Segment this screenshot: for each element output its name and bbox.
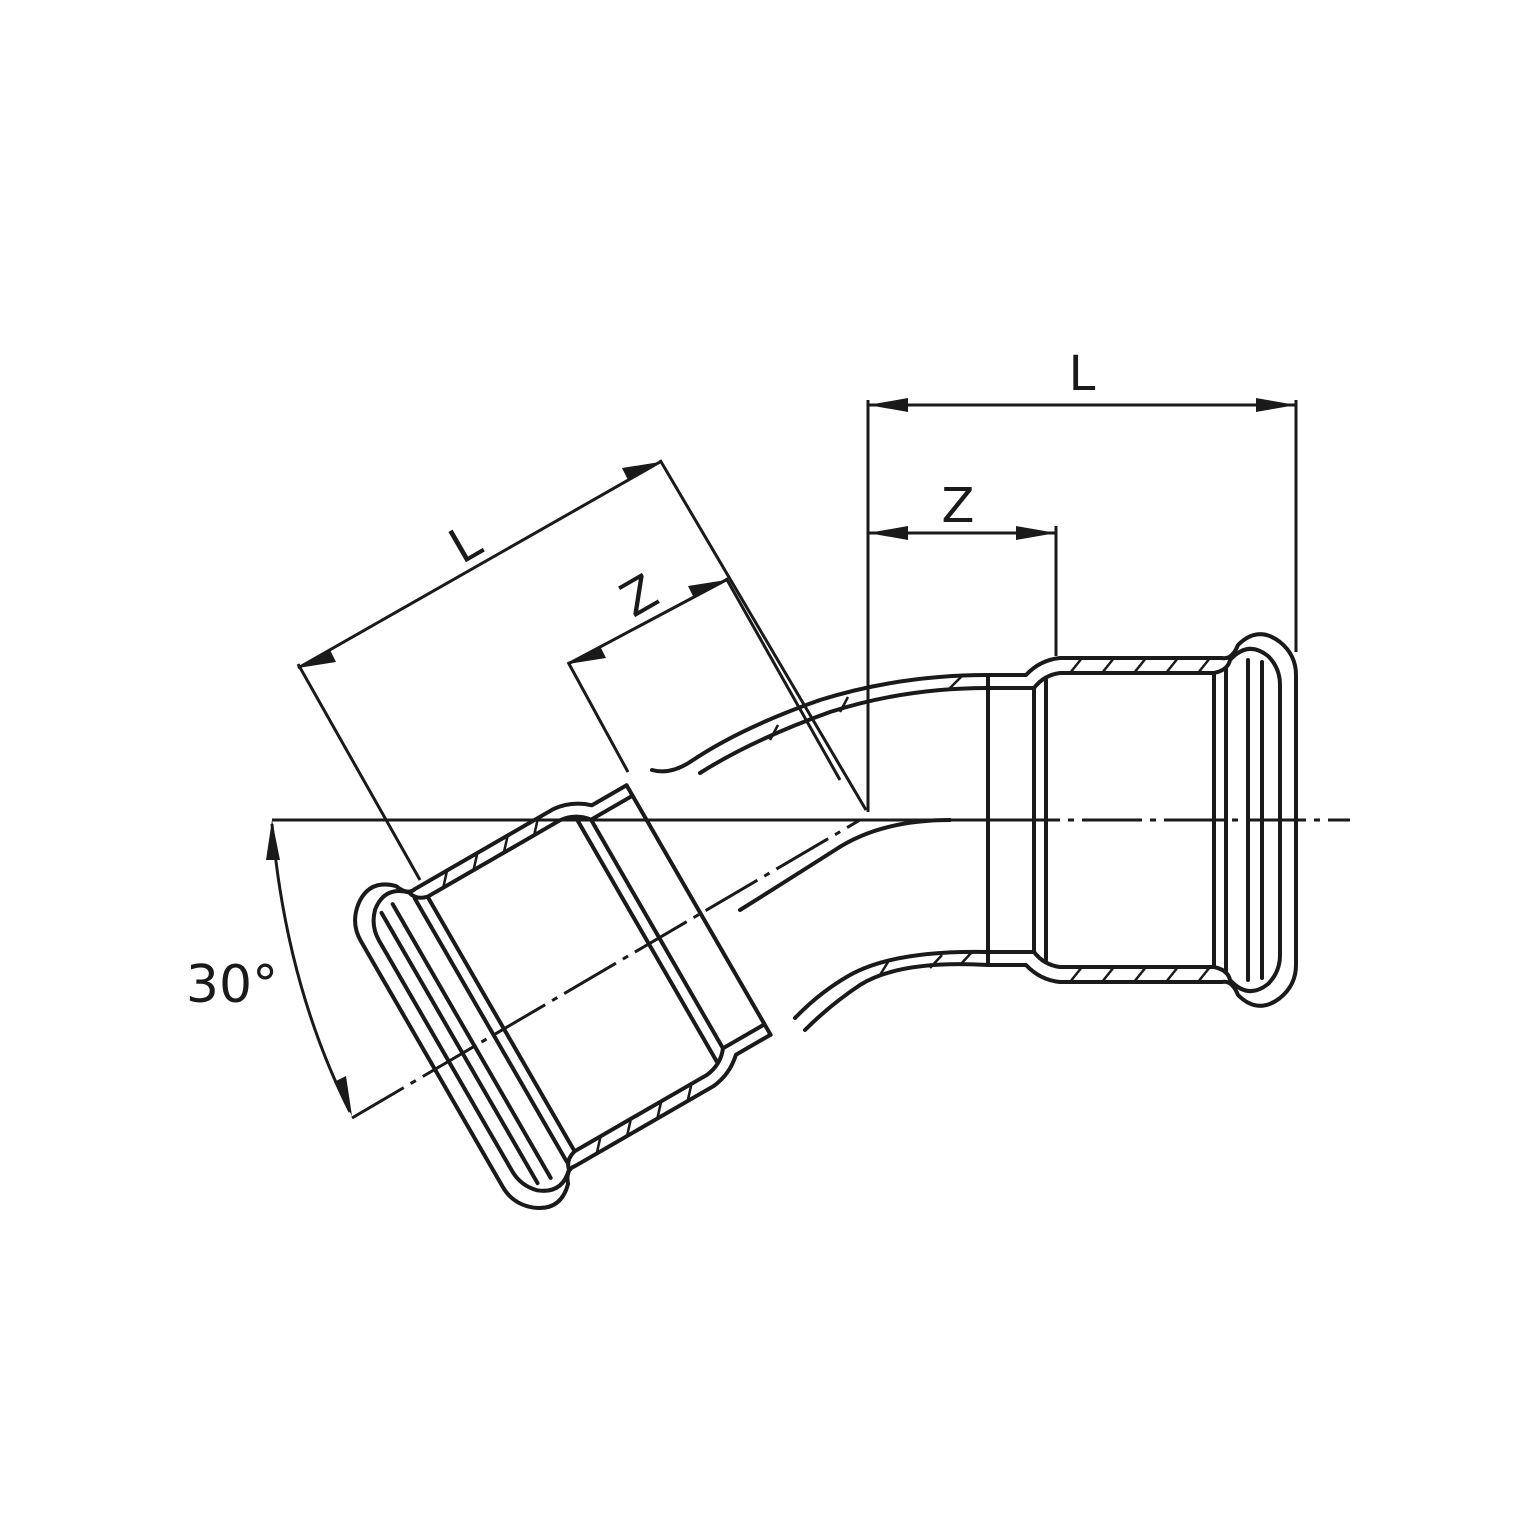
left-L-label: L: [440, 513, 491, 575]
left-socket: [353, 783, 773, 1210]
left-socket-hatching: [441, 817, 693, 1154]
bend-body: [650, 673, 990, 1032]
right-dimensions: L Z: [866, 346, 1298, 812]
left-ext-line-end-L: [658, 459, 868, 811]
left-ext-line-start: [296, 663, 422, 881]
angle-dimension: 30°: [186, 820, 352, 1116]
angled-centerline: [351, 818, 861, 1120]
right-Z-label: Z: [942, 478, 975, 534]
angle-arc: [270, 823, 352, 1113]
angle-label: 30°: [186, 955, 278, 1015]
left-Z-label: Z: [611, 564, 667, 629]
left-ext-line-Z-end: [724, 577, 842, 781]
left-dim-L: [297, 460, 661, 670]
centerlines: [272, 818, 1350, 1120]
right-L-label: L: [1069, 346, 1096, 402]
left-ext-line-Z-start: [566, 661, 630, 773]
